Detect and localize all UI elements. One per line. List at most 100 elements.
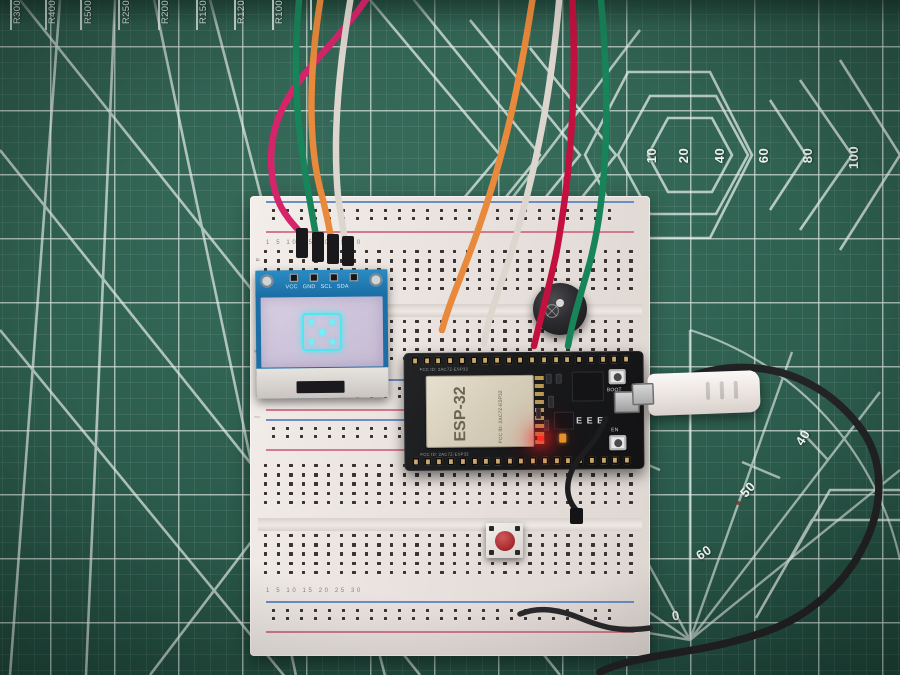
breadboard-hole <box>301 464 306 468</box>
breadboard-hole <box>490 320 495 324</box>
breadboard-hole <box>482 217 486 221</box>
breadboard-hole <box>515 286 520 291</box>
mat-ruler-label-3: R250 <box>121 0 132 24</box>
breadboard-hole <box>326 473 331 477</box>
breadboard-hole <box>398 609 402 613</box>
breadboard-hole <box>604 320 608 324</box>
breadboard-hole <box>364 250 369 254</box>
breadboard-hole <box>300 217 304 221</box>
breadboard-hole <box>541 491 545 495</box>
breadboard-hole <box>503 268 507 272</box>
breadboard-hole <box>426 209 430 213</box>
breadboard-hole <box>314 609 318 613</box>
breadboard-hole <box>452 268 457 272</box>
breadboard-hole <box>629 347 633 351</box>
breadboard-hole <box>503 250 507 254</box>
breadboard-hole <box>528 347 532 351</box>
breadboard-hole <box>352 500 356 505</box>
breadboard-hole <box>301 482 306 486</box>
breadboard-hole <box>578 277 583 281</box>
breadboard-hole <box>503 338 507 342</box>
breadboard-hole <box>553 277 558 281</box>
esp32-module-fcc: FCC ID: 2AC7Z-ESP32 <box>497 390 505 444</box>
breadboard-hole <box>356 435 360 439</box>
pushbutton-cap[interactable] <box>494 530 515 551</box>
breadboard-hole <box>528 329 532 333</box>
breadboard-hole <box>384 209 388 213</box>
dice-pip-5 <box>329 338 336 345</box>
breadboard-hole <box>503 570 507 575</box>
breadboard-hole <box>578 570 583 575</box>
breadboard-hole <box>328 427 332 431</box>
esp32-silk-bottom: FCC ID: 2AC7Z-ESP32 <box>420 451 469 457</box>
breadboard-hole <box>478 250 482 254</box>
breadboard-hole <box>452 320 457 324</box>
mat-ruler-label-1: R400 <box>47 0 58 24</box>
esp32-pin-pad <box>458 356 466 365</box>
esp32-header-bottom <box>412 456 631 467</box>
enable-button[interactable] <box>609 435 627 451</box>
breadboard-hole <box>377 543 381 547</box>
breadboard-hole <box>427 338 432 342</box>
breadboard-hole <box>465 277 469 281</box>
breadboard-hole <box>578 534 583 538</box>
breadboard-hole <box>616 338 621 342</box>
breadboard-hole <box>402 561 406 565</box>
breadboard-hole <box>426 617 430 621</box>
breadboard-hole <box>465 482 469 486</box>
tactile-pushbutton[interactable] <box>486 523 523 558</box>
breadboard-hole <box>578 259 583 263</box>
breadboard-hole <box>478 329 482 333</box>
esp32-pin-pad <box>587 355 595 364</box>
usb-cable-plug[interactable] <box>631 370 761 416</box>
breadboard-hole <box>604 329 608 333</box>
breadboard-hole <box>452 259 457 263</box>
breadboard-hole <box>402 338 406 342</box>
breadboard-hole <box>427 286 432 291</box>
breadboard-hole <box>286 609 290 613</box>
breadboard-hole <box>402 286 406 291</box>
breadboard-hole <box>566 570 570 575</box>
breadboard-hole <box>415 259 419 263</box>
breadboard-hole <box>578 338 583 342</box>
breadboard-hole <box>591 482 595 486</box>
breadboard-hole <box>440 473 444 477</box>
breadboard-hole <box>289 482 293 486</box>
breadboard-hole <box>314 473 318 477</box>
esp32-power-led <box>537 435 545 441</box>
breadboard-hole <box>528 500 532 505</box>
breadboard-hole <box>553 500 558 505</box>
breadboard-hole <box>364 464 369 468</box>
breadboard-hole <box>314 209 318 213</box>
breadboard-hole <box>440 250 444 254</box>
breadboard-hole <box>454 217 458 221</box>
breadboard-hole <box>370 209 374 213</box>
breadboard-hole <box>608 209 612 213</box>
breadboard-hole <box>301 534 306 538</box>
breadboard-hole <box>364 491 369 495</box>
breadboard-hole <box>604 338 608 342</box>
breadboard-hole <box>503 561 507 565</box>
breadboard-hole <box>370 435 374 439</box>
breadboard-hole <box>452 552 457 556</box>
breadboard-hole <box>398 435 402 439</box>
mat-ruler-label-4: R200 <box>160 0 171 24</box>
breadboard-hole <box>482 209 486 213</box>
oled-driver-chip <box>296 380 345 394</box>
mat-angle-label-100: 100 <box>846 145 862 170</box>
breadboard-hole <box>412 609 416 613</box>
esp32-pin-pad <box>517 456 525 466</box>
breadboard-hole <box>604 552 608 556</box>
esp32-pin-pad <box>412 457 420 466</box>
breadboard-hole <box>524 217 528 221</box>
breadboard-hole <box>370 217 374 221</box>
breadboard-hole <box>402 473 406 477</box>
breadboard-hole <box>478 338 482 342</box>
breadboard-hole <box>503 500 507 505</box>
breadboard-hole <box>289 570 293 575</box>
breadboard-hole <box>339 570 343 575</box>
breadboard-hole <box>478 473 482 477</box>
breadboard-hole <box>314 427 318 431</box>
boot-button[interactable] <box>608 369 626 385</box>
breadboard-hole <box>356 217 360 221</box>
